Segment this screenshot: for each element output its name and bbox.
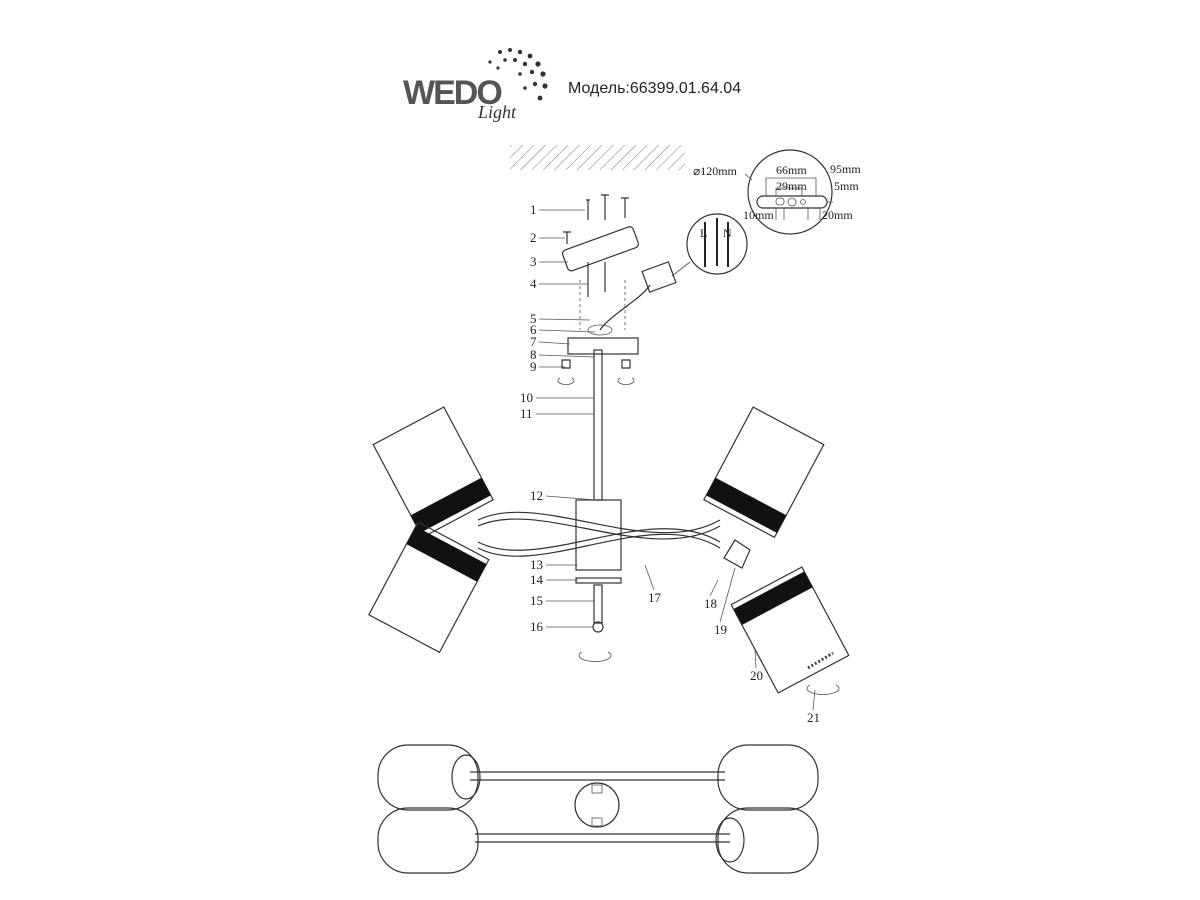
dim-66: 66mm	[776, 163, 807, 177]
ceiling-hatch	[510, 145, 685, 170]
mounting-hardware	[557, 194, 639, 501]
svg-text:WEDO: WEDO	[403, 74, 502, 112]
callout-2: 2	[530, 230, 537, 245]
callout-16: 16	[530, 619, 544, 634]
callout-15: 15	[530, 593, 543, 608]
brand-logo: WEDO Light	[403, 48, 548, 122]
lamp-shade	[703, 406, 825, 539]
callout-5: 5	[530, 311, 537, 326]
dim-5: 5mm	[834, 179, 859, 193]
top-view	[377, 744, 819, 874]
callout-18: 18	[704, 596, 717, 611]
terminal-l: L	[700, 226, 707, 240]
callout-7: 7	[530, 334, 537, 349]
terminal-n: N	[723, 226, 732, 240]
callout-12: 12	[530, 488, 543, 503]
chandelier-body	[477, 499, 840, 695]
callout-8: 8	[530, 347, 537, 362]
svg-text:Light: Light	[477, 102, 517, 122]
dim-10: 10mm	[743, 208, 774, 222]
dim-29: 29mm	[776, 179, 807, 193]
dim-20: 20mm	[822, 208, 853, 222]
mounting-plate-detail: ⌀120mm 66mm 29mm 95mm 5mm 10mm 20mm	[693, 149, 861, 235]
callout-21: 21	[807, 710, 820, 725]
callout-3: 3	[530, 254, 537, 269]
rod	[593, 349, 603, 501]
callout-leader	[538, 341, 571, 345]
callout-20: 20	[750, 668, 763, 683]
callout-6: 6	[530, 322, 537, 337]
callout-leader	[709, 579, 719, 597]
callout-leader	[538, 354, 596, 358]
lamp-shade	[372, 406, 494, 539]
callout-leader	[719, 567, 736, 623]
lamp-shade	[368, 521, 490, 654]
callout-leader	[644, 564, 655, 591]
callout-leader	[538, 318, 591, 321]
callout-19: 19	[714, 622, 727, 637]
callout-leader	[754, 649, 757, 669]
dim-95: 95mm	[830, 162, 861, 176]
callout-9: 9	[530, 359, 537, 374]
callout-leader	[812, 689, 816, 711]
canopy	[567, 337, 639, 355]
model-number: Модель:66399.01.64.04	[568, 80, 742, 97]
callout-17: 17	[648, 590, 662, 605]
callout-13: 13	[530, 557, 543, 572]
dim-diameter: ⌀120mm	[693, 164, 738, 178]
callout-11: 11	[520, 406, 533, 421]
callout-leader	[538, 329, 596, 333]
callout-14: 14	[530, 572, 544, 587]
callout-leader	[545, 495, 597, 501]
callout-10: 10	[520, 390, 533, 405]
lamp-shade	[730, 566, 850, 694]
callout-1: 1	[530, 202, 537, 217]
callout-4: 4	[530, 276, 537, 291]
wiring-detail: L N	[599, 213, 748, 331]
